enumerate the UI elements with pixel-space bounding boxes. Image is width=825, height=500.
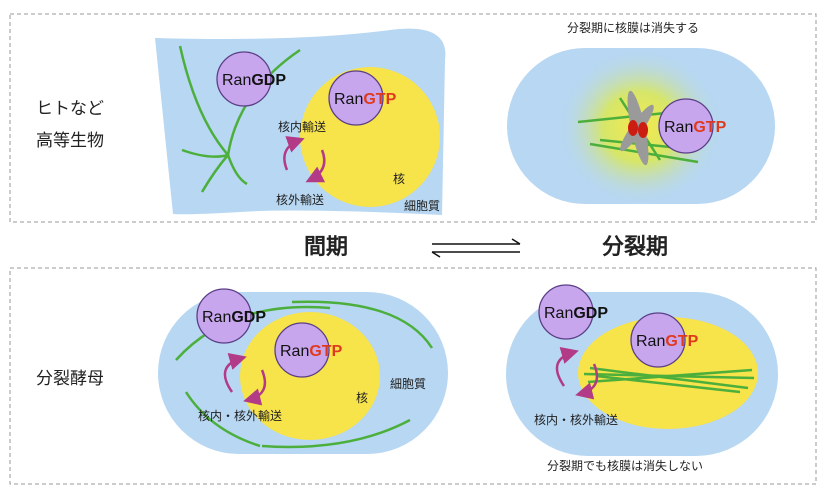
top-panel-frame [9, 13, 817, 223]
transport-label-yeast: 核内・核外輸送 [198, 408, 282, 423]
organism-label-yeast: 分裂酵母 [36, 369, 104, 389]
ran-gdp-circle-yeast-mitosis [538, 284, 594, 340]
export-label-higher: 核外輸送 [276, 192, 324, 207]
gdp-text: GDP [231, 309, 266, 326]
gtp-text: GTP [693, 119, 726, 136]
ran-gdp-label-yeast: RanGDP [202, 309, 266, 326]
ran-gdp-circle-yeast [196, 288, 252, 344]
caption-mitosis-yeast: 分裂期でも核膜は消失しない [547, 458, 703, 473]
transport-arrows-higher [283, 136, 326, 183]
ran-text: Ran [334, 91, 363, 108]
gdp-text: GDP [251, 72, 286, 89]
gdp-text: GDP [573, 305, 608, 322]
ran-text: Ran [664, 119, 693, 136]
ran-gtp-circle-higher [328, 70, 384, 126]
mitosis-label: 分裂期 [602, 235, 668, 260]
ran-gdp-label-higher: RanGDP [222, 72, 286, 89]
yeast-mitosis-nucleus [578, 317, 758, 429]
ran-gtp-label-yeast: RanGTP [280, 343, 343, 360]
ran-gdp-circle-higher [216, 51, 272, 107]
equilibrium-arrows [431, 238, 521, 258]
ran-gtp-circle-mitosis-higher [658, 98, 714, 154]
transport-arrows-yeast-mitosis [555, 347, 599, 400]
import-label-higher: 核内輸送 [278, 119, 326, 134]
interphase-label: 間期 [304, 235, 348, 260]
ran-gtp-circle-yeast [274, 322, 330, 378]
ran-text: Ran [222, 72, 251, 89]
gtp-text: GTP [363, 91, 396, 108]
ran-gtp-circle-yeast-mitosis [630, 312, 686, 368]
ran-gtp-label-yeast-mitosis: RanGTP [636, 333, 699, 350]
caption-mitosis-higher: 分裂期に核膜は消失する [567, 20, 699, 35]
cytoplasm-label-higher: 細胞質 [404, 198, 440, 213]
centromere [628, 120, 648, 138]
transport-arrows-yeast [223, 353, 267, 406]
ran-text: Ran [202, 309, 231, 326]
spindle-fibers-yeast [583, 366, 755, 394]
ran-text: Ran [544, 305, 573, 322]
ran-text: Ran [636, 333, 665, 350]
transport-label-yeast-mitosis: 核内・核外輸送 [534, 412, 618, 427]
ran-text: Ran [280, 343, 309, 360]
nucleus-label-yeast: 核 [356, 391, 368, 405]
ran-gdp-label-yeast-mitosis: RanGDP [544, 305, 608, 322]
gtp-text: GTP [309, 343, 342, 360]
organism-label-higher-1: ヒトなど [36, 99, 104, 119]
organism-label-higher-2: 高等生物 [36, 131, 104, 151]
nucleus-label-higher: 核 [393, 172, 405, 186]
bottom-panel-frame [9, 267, 817, 485]
ran-gtp-label-mitosis-higher: RanGTP [664, 119, 727, 136]
gtp-text: GTP [665, 333, 698, 350]
ran-gtp-label-higher: RanGTP [334, 91, 397, 108]
cytoplasm-label-yeast: 細胞質 [390, 376, 426, 391]
